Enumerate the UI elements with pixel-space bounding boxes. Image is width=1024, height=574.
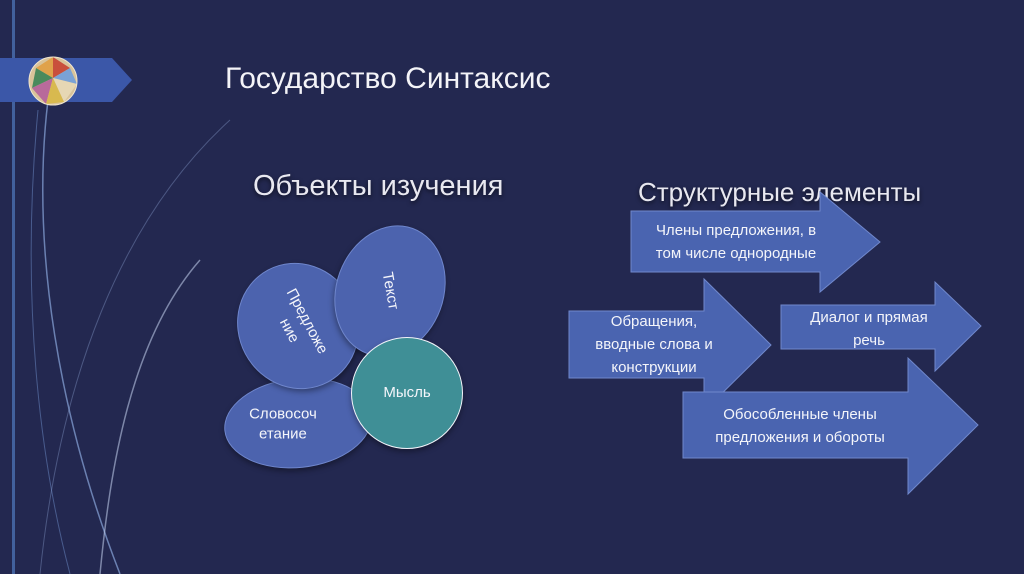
arrow-isolated-label: Обособленные члены предложения и обороты bbox=[692, 403, 908, 449]
arrow-members-line2: том числе однородные bbox=[636, 242, 836, 265]
arrow-members-label: Члены предложения, в том числе однородны… bbox=[636, 219, 836, 265]
arrow-isolated-line2: предложения и обороты bbox=[692, 426, 908, 449]
arrow-appeals-line3: конструкции bbox=[574, 356, 734, 379]
arrow-appeals-line2: вводные слова и bbox=[574, 333, 734, 356]
arrow-isolated-line1: Обособленные члены bbox=[692, 403, 908, 426]
arrow-members-line1: Члены предложения, в bbox=[636, 219, 836, 242]
arrow-dialogue-label: Диалог и прямая речь bbox=[786, 306, 952, 352]
arrow-appeals-label: Обращения, вводные слова и конструкции bbox=[574, 310, 734, 379]
arrow-appeals-line1: Обращения, bbox=[574, 310, 734, 333]
arrow-dialogue-line1: Диалог и прямая bbox=[786, 306, 952, 329]
arrow-dialogue-line2: речь bbox=[786, 329, 952, 352]
